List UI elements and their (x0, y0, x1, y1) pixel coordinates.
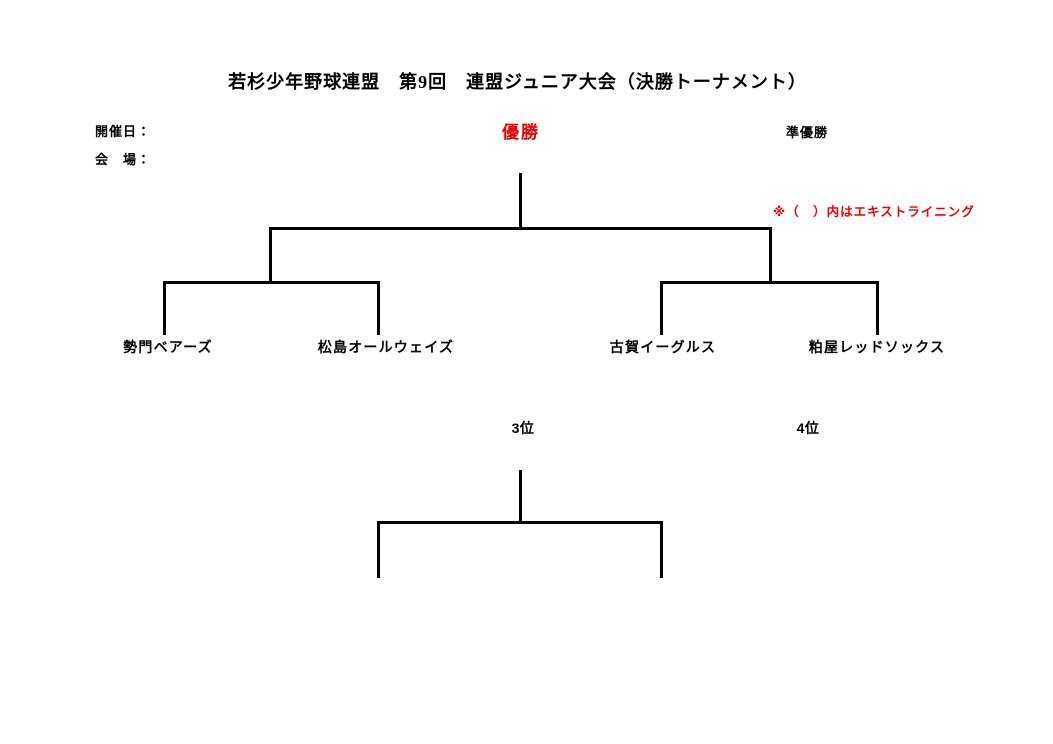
team-name-koga-eagles: 古賀イーグルス (609, 339, 717, 355)
runner-up-label: 準優勝 (785, 125, 829, 140)
third-place-connector-line (377, 521, 663, 578)
fourth-place-label: 4位 (796, 420, 820, 436)
venue-label: 会 場： (95, 152, 152, 167)
team-name-matsushima-always: 松島オールウェイズ (317, 339, 455, 355)
event-date-label: 開催日： (95, 124, 152, 139)
third-place-label: 3位 (511, 420, 535, 436)
team-name-seimon-bears: 勢門ベアーズ (123, 339, 213, 355)
final-connector-line (269, 227, 772, 284)
champion-label: 優勝 (502, 123, 540, 142)
team-name-kasuya-redsox: 粕屋レッドソックス (808, 339, 946, 355)
semifinal-left-connector-line (163, 281, 380, 335)
page-title: 若杉少年野球連盟 第9回 連盟ジュニア大会（決勝トーナメント） (228, 72, 807, 92)
semifinal-right-connector-line (660, 281, 879, 335)
extra-innings-note: ※（ ）内はエキストライニング (773, 205, 975, 219)
